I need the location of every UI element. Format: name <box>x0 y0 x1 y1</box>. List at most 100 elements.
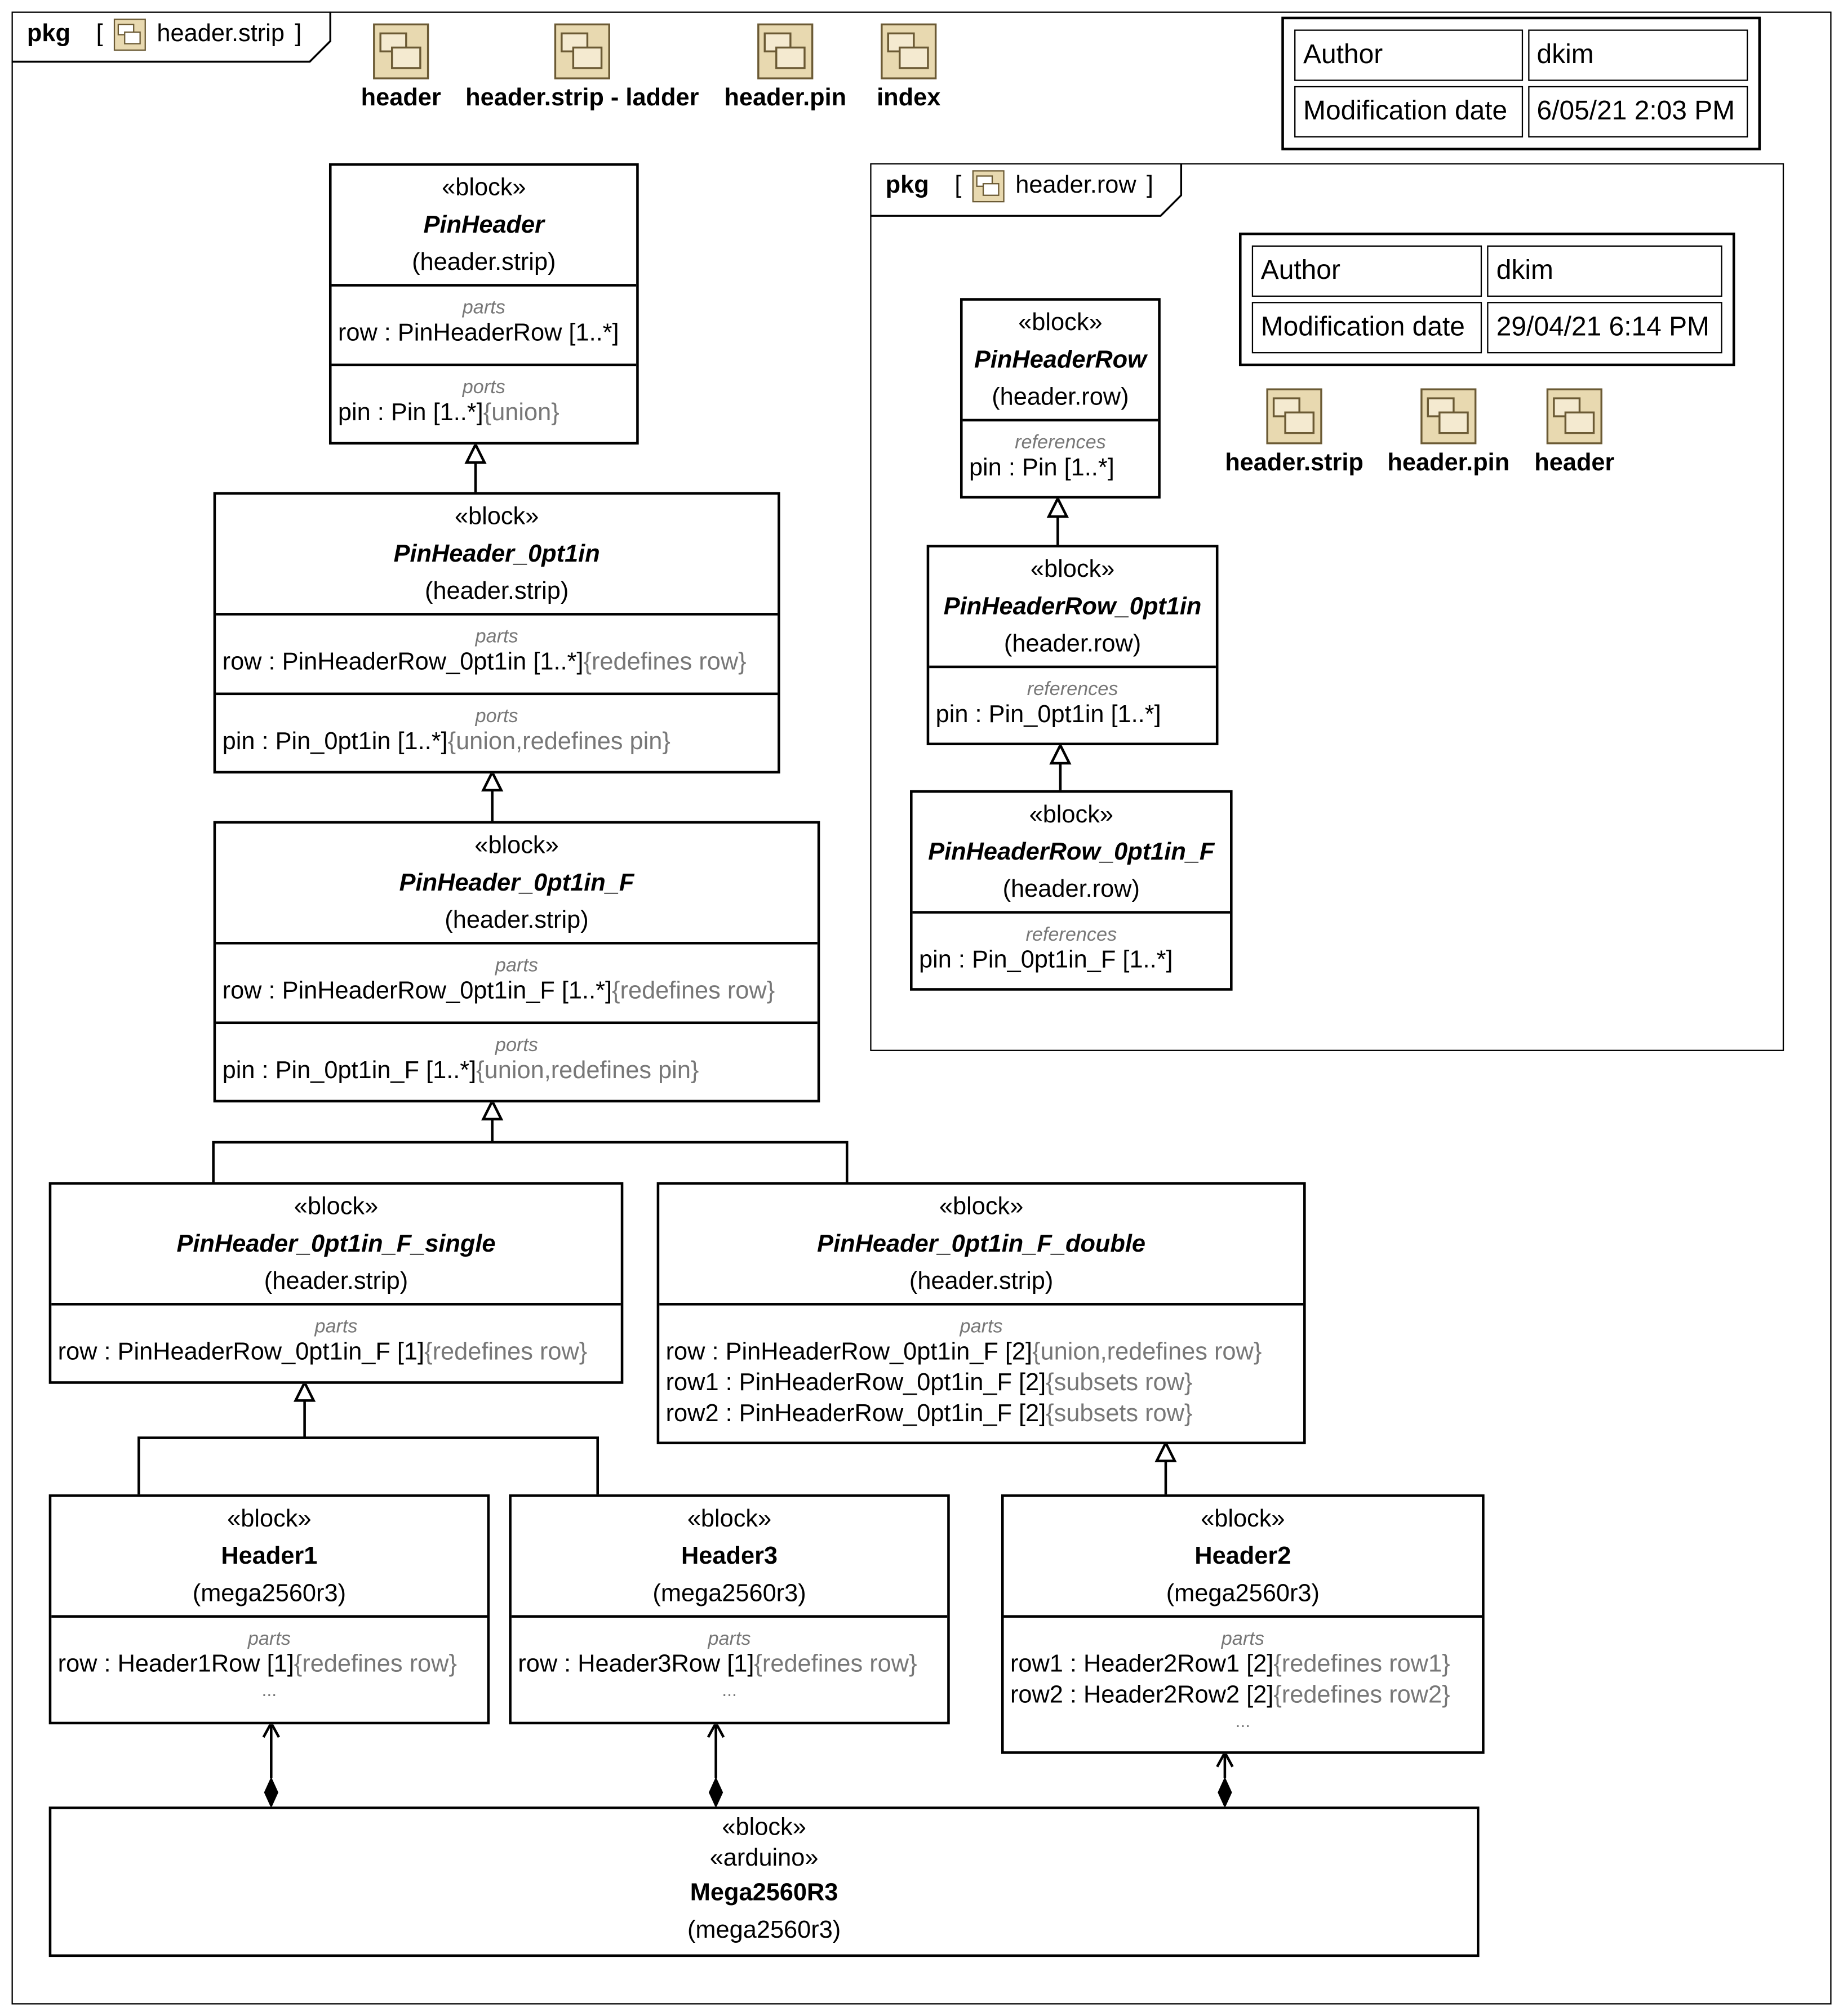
block-pinheaderrow-0pt1in-f[interactable]: «block» PinHeaderRow_0pt1in_F (header.ro… <box>910 790 1233 991</box>
block-owner: (header.strip) <box>445 907 589 934</box>
compartment-title: parts <box>708 1628 751 1650</box>
property-text: pin : Pin [1..*] <box>969 455 1114 482</box>
stereotype: «block» <box>227 1506 312 1533</box>
compartment-title: parts <box>314 1315 358 1338</box>
block-name: Header2 <box>1194 1543 1291 1570</box>
package-icon <box>373 23 429 79</box>
stereotype: «block» <box>939 1194 1024 1221</box>
block-pinheaderrow-0pt1in[interactable]: «block» PinHeaderRow_0pt1in (header.row)… <box>926 545 1219 746</box>
shortcut-header-strip[interactable]: header.strip <box>1216 388 1373 478</box>
more-ellipsis: ... <box>261 1679 277 1700</box>
part-property: row : PinHeaderRow_0pt1in [1..*]{redefin… <box>216 648 778 679</box>
stereotype: «block» <box>474 833 559 860</box>
parts-compartment: parts row : Header3Row [1]{redefines row… <box>511 1615 948 1721</box>
bracket-close: ] <box>1146 172 1153 199</box>
block-pinheader-0pt1in-f[interactable]: «block» PinHeader_0pt1in_F (header.strip… <box>213 821 820 1103</box>
property-modifier: {redefines row} <box>424 1338 588 1366</box>
block-name: PinHeader <box>423 212 545 239</box>
generalization-arrowhead <box>1046 495 1069 518</box>
package-icon <box>1266 388 1322 444</box>
block-header3[interactable]: «block» Header3 (mega2560r3) parts row :… <box>509 1494 950 1725</box>
part-property: row2 : Header2Row2 [2]{redefines row2} <box>1004 1681 1482 1712</box>
block-owner: (header.strip) <box>424 578 569 606</box>
modified-label: Modification date <box>1251 302 1482 354</box>
property-text: row : PinHeaderRow_0pt1in_F [1] <box>57 1338 425 1366</box>
outer-pkg-name: header.strip <box>157 20 285 48</box>
author-value: dkim <box>1527 29 1748 81</box>
property-modifier: {redefines row2} <box>1273 1681 1450 1709</box>
property-modifier: {redefines row} <box>583 648 747 676</box>
references-compartment: references pin : Pin_0pt1in_F [1..*] <box>912 911 1231 988</box>
inner-pkg-keyword: pkg <box>885 172 929 199</box>
block-owner: (header.strip) <box>412 249 556 277</box>
compartment-title: ports <box>462 376 505 399</box>
block-pinheader-0pt1in-f-single[interactable]: «block» PinHeader_0pt1in_F_single (heade… <box>48 1182 624 1384</box>
property-text: row1 : Header2Row1 [2] <box>1010 1651 1274 1679</box>
port-property: pin : Pin [1..*]{union} <box>332 398 637 429</box>
ports-compartment: ports pin : Pin [1..*]{union} <box>331 363 637 442</box>
stereotype: «block» <box>1030 556 1115 584</box>
compartment-title: references <box>1025 924 1117 946</box>
parts-compartment: parts row : Header1Row [1]{redefines row… <box>51 1615 487 1721</box>
property-modifier: {redefines row} <box>612 977 775 1005</box>
parts-compartment: parts row : PinHeaderRow_0pt1in [1..*]{r… <box>216 613 778 692</box>
port-property: pin : Pin_0pt1in_F [1..*]{union,redefine… <box>216 1056 818 1087</box>
more-ellipsis: ... <box>1235 1710 1251 1731</box>
block-name: PinHeaderRow <box>974 346 1147 374</box>
part-property: row2 : PinHeaderRow_0pt1in_F [2]{subsets… <box>659 1399 1303 1430</box>
shortcut-header-pin[interactable]: header.pin <box>717 23 854 113</box>
package-icon <box>1546 388 1602 444</box>
shortcut-header-pin[interactable]: header.pin <box>1380 388 1517 478</box>
property-text: row2 : PinHeaderRow_0pt1in_F [2] <box>665 1400 1046 1428</box>
generalization-arrowhead <box>1049 742 1072 765</box>
block-header2[interactable]: «block» Header2 (mega2560r3) parts row1 … <box>1001 1494 1485 1754</box>
block-owner: (mega2560r3) <box>687 1917 841 1944</box>
part-property: row : PinHeaderRow_0pt1in_F [1..*]{redef… <box>216 977 818 1008</box>
property-text: pin : Pin_0pt1in_F [1..*] <box>222 1057 477 1085</box>
block-pinheader-0pt1in[interactable]: «block» PinHeader_0pt1in (header.strip) … <box>213 492 780 774</box>
package-icon <box>757 23 814 79</box>
reference-property: pin : Pin_0pt1in_F [1..*] <box>913 946 1230 977</box>
stereotype: «block» <box>722 1814 806 1841</box>
stereotype: «block» <box>454 504 539 531</box>
block-name: Header3 <box>681 1543 778 1570</box>
block-owner: (header.row) <box>992 384 1129 411</box>
author-label: Author <box>1251 245 1482 297</box>
property-modifier: {subsets row} <box>1046 1369 1193 1397</box>
block-pinheaderrow[interactable]: «block» PinHeaderRow (header.row) refere… <box>960 298 1161 499</box>
generalization-line <box>137 1436 599 1494</box>
block-pinheader[interactable]: «block» PinHeader (header.strip) parts r… <box>328 163 639 445</box>
property-text: pin : Pin_0pt1in_F [1..*] <box>918 947 1173 974</box>
property-text: row : PinHeaderRow_0pt1in [1..*] <box>222 648 584 676</box>
part-property: row : Header3Row [1]{redefines row} <box>512 1650 947 1681</box>
references-compartment: references pin : Pin_0pt1in [1..*] <box>929 665 1216 743</box>
block-owner: (header.row) <box>1003 631 1142 658</box>
composition-diamond <box>708 1777 723 1808</box>
property-modifier: {redefines row} <box>754 1651 917 1679</box>
property-text: row : Header1Row [1] <box>57 1651 294 1679</box>
block-owner: (mega2560r3) <box>1166 1580 1320 1608</box>
outer-metadata-table: Author dkim Modification date 6/05/21 2:… <box>1281 16 1761 150</box>
compartment-title: parts <box>462 296 505 319</box>
author-value: dkim <box>1487 245 1722 297</box>
shortcut-index[interactable]: index <box>866 23 951 113</box>
stereotype: «block» <box>1029 802 1114 829</box>
property-text: pin : Pin_0pt1in [1..*] <box>222 728 448 756</box>
parts-compartment: parts row1 : Header2Row1 [2]{redefines r… <box>1003 1615 1482 1751</box>
shortcut-header-strip-ladder[interactable]: header.strip - ladder <box>455 23 710 113</box>
block-owner: (mega2560r3) <box>192 1580 347 1608</box>
more-ellipsis: ... <box>722 1679 737 1700</box>
compartment-title: ports <box>475 705 518 728</box>
modified-value: 29/04/21 6:14 PM <box>1487 302 1722 354</box>
shortcut-header[interactable]: header <box>1527 388 1622 478</box>
outer-package-frame <box>11 11 1832 2005</box>
generalization-line <box>212 1141 849 1182</box>
block-pinheader-0pt1in-f-double[interactable]: «block» PinHeader_0pt1in_F_double (heade… <box>656 1182 1306 1444</box>
block-header1[interactable]: «block» Header1 (mega2560r3) parts row :… <box>48 1494 490 1725</box>
block-owner: (header.strip) <box>264 1268 408 1296</box>
shortcut-header[interactable]: header <box>355 23 447 113</box>
shortcut-label: header <box>361 84 441 112</box>
block-mega2560r3[interactable]: «block» «arduino» Mega2560R3 (mega2560r3… <box>48 1806 1480 1957</box>
compartment-title: parts <box>960 1315 1003 1338</box>
